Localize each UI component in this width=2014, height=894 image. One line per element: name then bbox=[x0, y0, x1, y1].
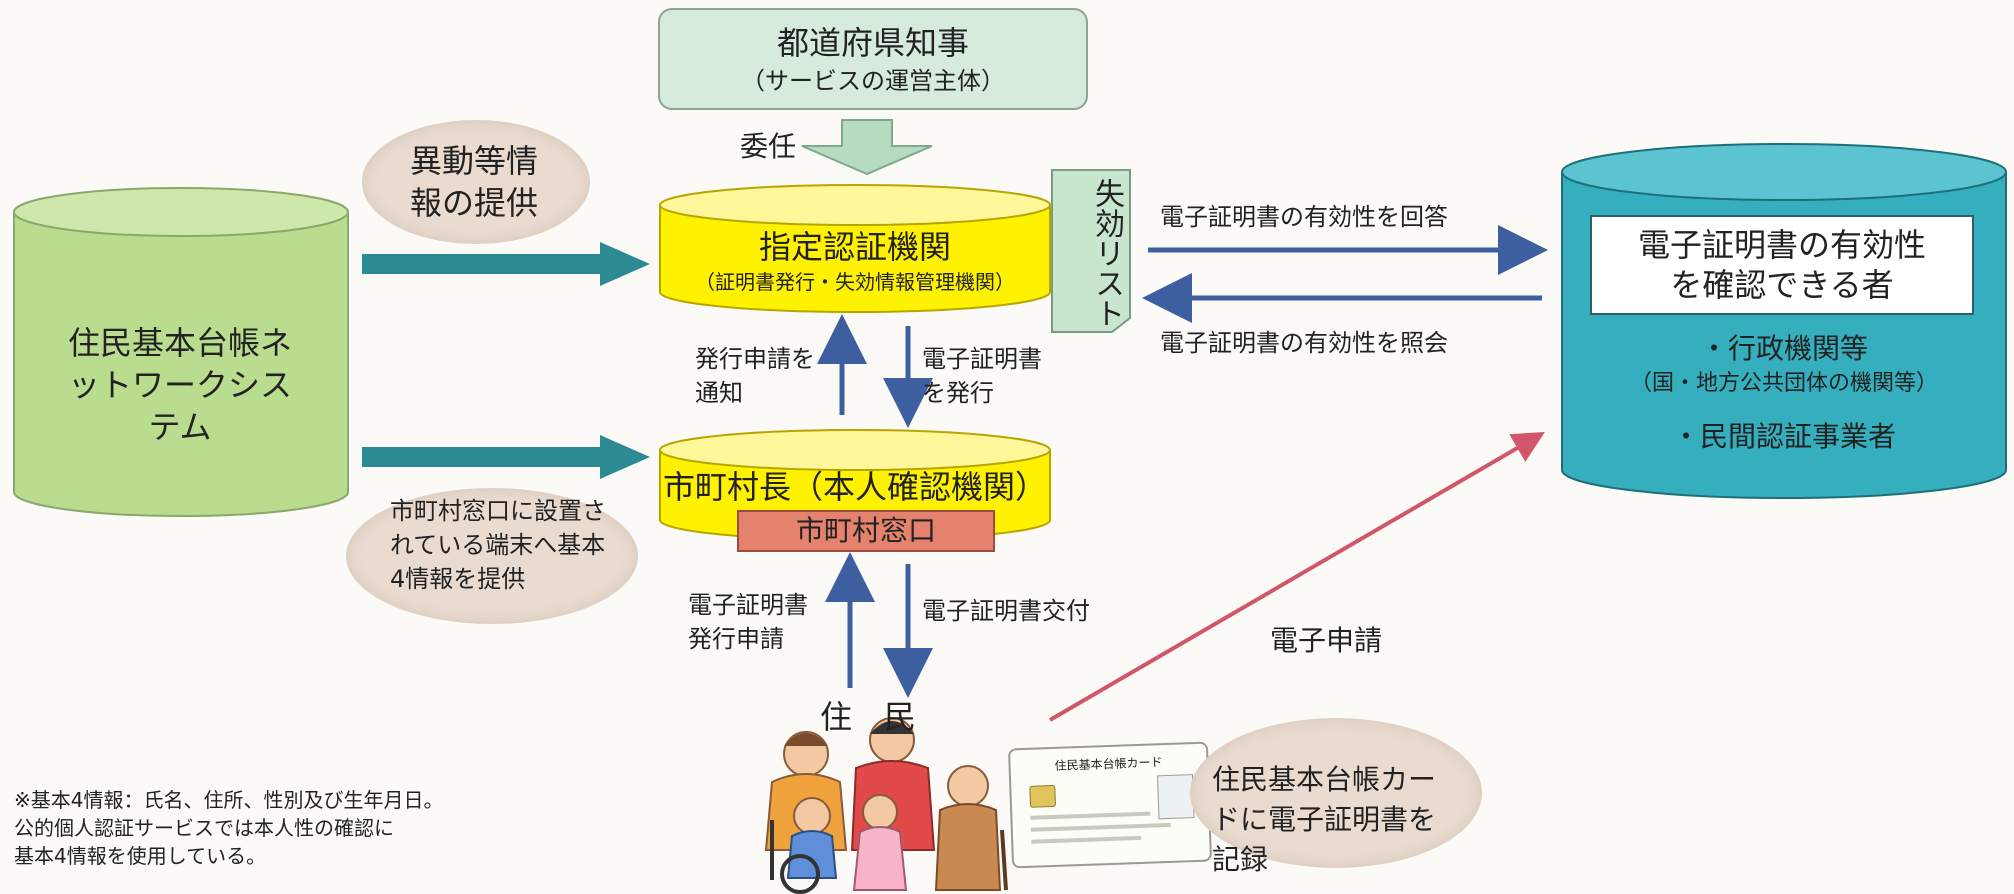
ic-chip-icon bbox=[1029, 784, 1057, 808]
governor-box: 都道府県知事 （サービスの運営主体） bbox=[658, 8, 1088, 110]
query-validity-label: 電子証明書の有効性を照会 bbox=[1160, 329, 1448, 357]
e-application-arrow bbox=[1048, 431, 1545, 722]
verifier-item-gov: ・行政機関等 bbox=[1699, 332, 1868, 365]
verifier-item-gov-note: （国・地方公共団体の機関等） bbox=[1629, 371, 1938, 396]
juki-net-cylinder bbox=[13, 187, 349, 517]
verifier-items: ・行政機関等 （国・地方公共団体の機関等） ・民間認証事業者 bbox=[1562, 330, 2006, 456]
juki-to-ca-arrow bbox=[362, 242, 650, 286]
footnote-line-3: 基本4情報を使用している。 bbox=[14, 844, 267, 868]
residents-label: 住 民 bbox=[820, 698, 917, 736]
e-application-label: 電子申請 bbox=[1270, 624, 1383, 657]
terminal-info-label: 市町村窓口に設置されている端末へ基本4情報を提供 bbox=[390, 497, 606, 593]
juki-net-label: 住民基本台帳ネットワークシステム bbox=[67, 324, 292, 446]
revocation-list-document bbox=[1051, 169, 1131, 333]
designated-ca-cylinder bbox=[659, 184, 1051, 313]
photo-icon bbox=[1156, 774, 1195, 820]
designated-ca-title: 指定認証機関 bbox=[758, 228, 951, 266]
designated-ca-label: 指定認証機関 （証明書発行・失効情報管理機関） bbox=[660, 226, 1050, 296]
juki-to-city-arrow bbox=[362, 435, 650, 479]
city-head-label: 市町村長（本人確認機関） bbox=[662, 468, 1047, 506]
footnote-line-2: 公的個人認証サービスでは本人性の確認に bbox=[14, 816, 394, 840]
revocation-list-label: 失効リスト bbox=[1089, 178, 1124, 328]
card-caption-bubble bbox=[1190, 718, 1482, 868]
footnote: ※基本4情報：氏名、住所、性別及び生年月日。 公的個人認証サービスでは本人性の確… bbox=[14, 786, 443, 870]
card-title: 住民基本台帳カード bbox=[1054, 755, 1163, 773]
issue-cert-label: 電子証明書を発行 bbox=[922, 345, 1042, 407]
designated-ca-subtitle: （証明書発行・失効情報管理機関） bbox=[695, 270, 1015, 294]
answer-validity-label: 電子証明書の有効性を回答 bbox=[1160, 203, 1448, 231]
move-info-label: 異動等情報の提供 bbox=[410, 142, 539, 222]
verifier-title-box: 電子証明書の有効性を確認できる者 bbox=[1590, 215, 1974, 315]
verifier-item-private: ・民間認証事業者 bbox=[1671, 420, 1896, 453]
city-window-box: 市町村窓口 bbox=[737, 510, 995, 552]
card-caption-label: 住民基本台帳カードに電子証明書を記録 bbox=[1212, 763, 1437, 876]
terminal-info-bubble bbox=[346, 488, 638, 624]
deliver-cert-label: 電子証明書交付 bbox=[922, 597, 1090, 625]
move-info-bubble bbox=[362, 120, 590, 244]
governor-title: 都道府県知事 bbox=[776, 24, 969, 62]
juki-card-image: 住民基本台帳カード bbox=[1007, 741, 1213, 869]
delegation-arrow bbox=[801, 119, 933, 176]
delegation-label: 委任 bbox=[740, 130, 797, 163]
governor-subtitle: （サービスの運営主体） bbox=[741, 67, 1005, 95]
residents-illustration-icon bbox=[764, 717, 1008, 894]
notify-request-label: 発行申請を通知 bbox=[695, 345, 815, 407]
footnote-line-1: ※基本4情報：氏名、住所、性別及び生年月日。 bbox=[14, 788, 444, 812]
apply-cert-label: 電子証明書発行申請 bbox=[688, 591, 808, 653]
